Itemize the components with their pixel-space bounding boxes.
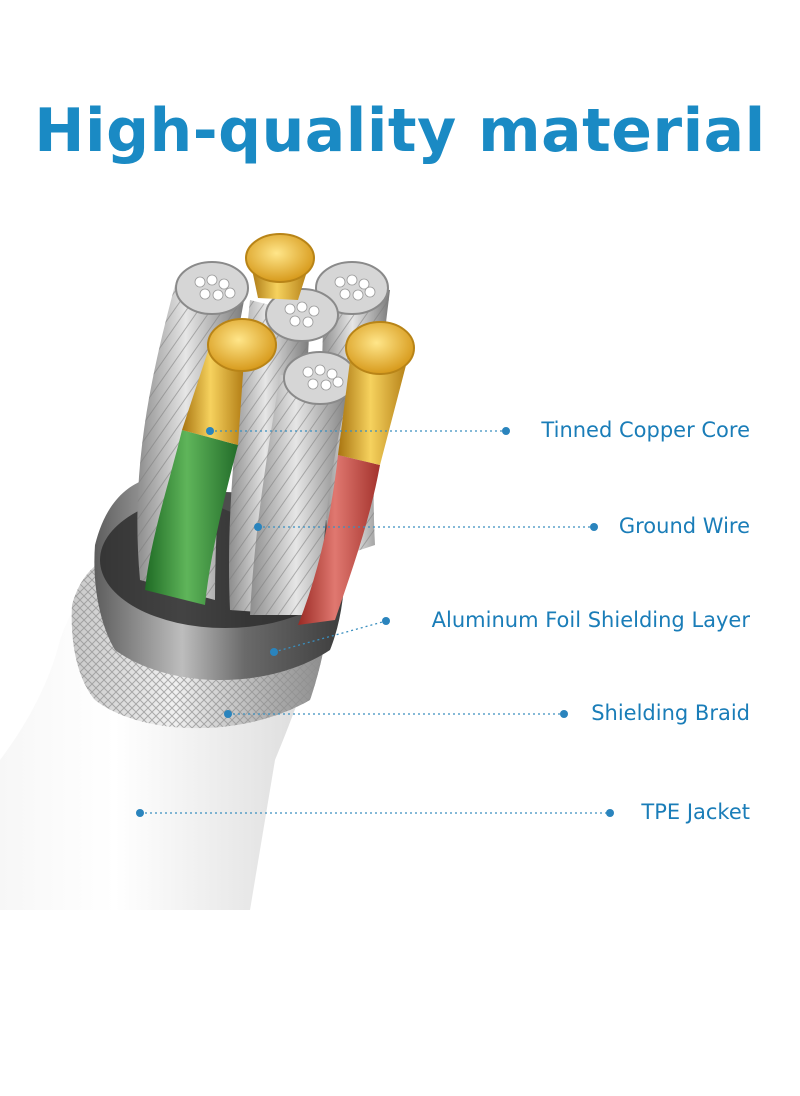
strand-ends	[175, 261, 389, 405]
dot-shielding-braid-end	[560, 710, 568, 718]
label-tinned-copper-core: Tinned Copper Core	[541, 418, 750, 442]
back-gold-conductor	[245, 233, 315, 300]
dot-tpe-jacket-end	[606, 809, 614, 817]
dot-tpe-jacket-start	[136, 809, 144, 817]
dot-aluminum-foil-end	[382, 617, 390, 625]
label-ground-wire: Ground Wire	[618, 514, 750, 538]
label-aluminum-foil-shielding-layer: Aluminum Foil Shielding Layer	[431, 608, 750, 632]
callout-dots	[136, 427, 614, 817]
leader-aluminum-foil	[273, 620, 387, 653]
dot-tinned-copper-core-start	[206, 427, 214, 435]
callout-leaders	[140, 430, 610, 814]
label-shielding-braid: Shielding Braid	[591, 701, 750, 725]
red-conductor	[298, 321, 415, 625]
dot-tinned-copper-core-end	[502, 427, 510, 435]
green-conductor	[145, 318, 277, 605]
dot-ground-wire-end	[590, 523, 598, 531]
dot-shielding-braid-start	[224, 710, 232, 718]
dot-ground-wire-start	[254, 523, 262, 531]
dot-aluminum-foil-start	[270, 648, 278, 656]
label-tpe-jacket: TPE Jacket	[641, 800, 750, 824]
page-title: High-quality material	[34, 96, 766, 166]
